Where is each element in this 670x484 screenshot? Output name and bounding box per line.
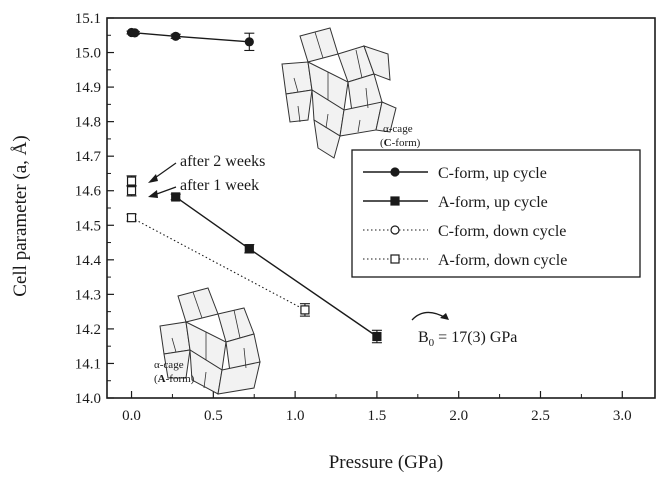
legend-marker: [390, 196, 400, 206]
plot-frame: [106, 17, 656, 399]
series-layer: [126, 27, 382, 344]
x-tick-label: 1.0: [286, 408, 305, 424]
legend-marker: [390, 167, 400, 177]
data-point: [126, 186, 137, 196]
annotation-after-2-weeks: after 2 weeks: [148, 153, 265, 183]
legend-marker: [390, 225, 400, 235]
annotation-after-1-week: after 1 week: [148, 177, 259, 198]
series-line: [131, 31, 250, 43]
x-tick-label: 1.5: [368, 408, 387, 424]
arrowhead-after-2-weeks: [148, 174, 158, 183]
y-tick-label: 14.1: [75, 356, 101, 372]
data-point: [244, 244, 254, 254]
data-point: [244, 37, 254, 47]
x-tick-label: 2.0: [449, 408, 468, 424]
data-point: [126, 176, 137, 186]
x-tick-label: 3.0: [613, 408, 632, 424]
y-tick-label: 15.0: [75, 46, 101, 62]
legend-label: C-form, down cycle: [438, 223, 566, 240]
annotation-bulk-modulus: B0 = 17(3) GPa: [411, 311, 517, 349]
arrow-after-1-week: [153, 186, 177, 196]
inset-a-label-line1: α-cage: [154, 359, 184, 371]
y-tick-label: 14.3: [75, 287, 101, 303]
arrowhead-bulk-modulus: [440, 313, 449, 320]
y-tick-label: 14.0: [75, 391, 101, 407]
data-point: [171, 31, 181, 41]
legend-box: [351, 149, 641, 278]
x-tick-label: 0.0: [122, 408, 141, 424]
legend-label: A-form, down cycle: [438, 252, 567, 269]
inset-c-label-line1: α-cage: [383, 123, 413, 135]
x-tick-label: 0.5: [204, 408, 223, 424]
legend-label: C-form, up cycle: [438, 165, 547, 182]
y-tick-label: 14.5: [75, 218, 101, 234]
inset-a-label-line2: (A-form): [154, 373, 195, 385]
y-axis-title: Cell parameter (a, Å): [10, 135, 31, 296]
y-tick-label: 14.2: [75, 322, 101, 338]
y-tick-label: 14.9: [75, 80, 101, 96]
inset-c-label-line2: (C-form): [380, 137, 421, 149]
legend-label: A-form, up cycle: [438, 194, 548, 211]
data-point: [300, 305, 310, 315]
y-tick-label: 14.8: [75, 115, 101, 131]
x-axis-title: Pressure (GPa): [329, 452, 444, 473]
data-point: [171, 192, 181, 202]
arrowhead-after-1-week: [148, 190, 158, 198]
series-0: [126, 27, 255, 52]
data-point: [126, 213, 137, 223]
ticks-layer: 0.0 0.5 1.0 1.5 2.0 2.5 3.0 14.0 14.1 14.2 14.3 14.…: [75, 11, 632, 424]
cage-structure-c-form: α-cage (C-form): [281, 27, 421, 159]
x-tick-label: 2.5: [531, 408, 550, 424]
y-tick-label: 15.1: [75, 11, 101, 27]
arrow-bulk-modulus: [411, 311, 447, 321]
y-tick-label: 14.4: [75, 253, 102, 269]
legend-marker: [390, 254, 400, 264]
data-point: [130, 28, 140, 38]
series-1: [170, 192, 382, 344]
series-3: [126, 175, 310, 317]
y-tick-label: 14.6: [75, 184, 102, 200]
annotation-after-2-weeks-text: after 2 weeks: [180, 153, 265, 170]
annotation-bulk-modulus-text: B0 = 17(3) GPa: [418, 329, 517, 349]
data-point: [372, 331, 382, 342]
annotation-after-1-week-text: after 1 week: [180, 177, 259, 194]
y-tick-label: 14.7: [75, 149, 102, 165]
cage-structure-a-form: α-cage (A-form): [154, 287, 261, 395]
series-line: [131, 217, 306, 311]
